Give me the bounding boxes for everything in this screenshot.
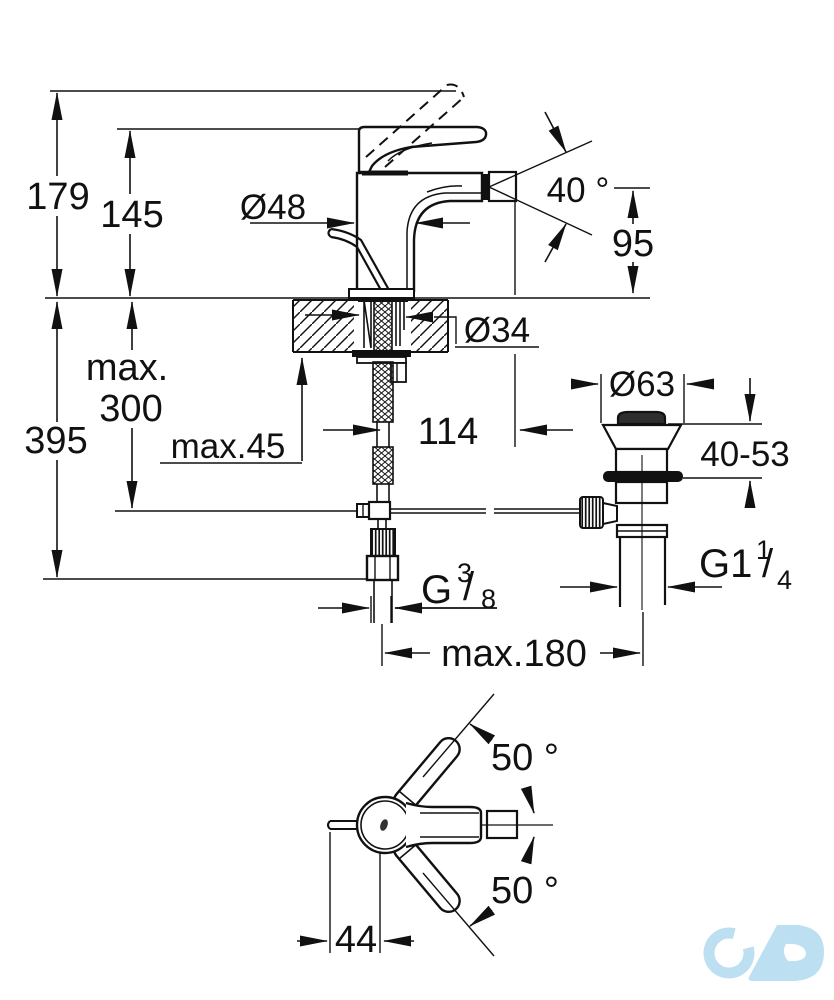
top-view — [327, 693, 553, 957]
hose-adapter-knurl — [370, 528, 396, 557]
lever-handle — [357, 125, 488, 174]
label-bg — [694, 434, 796, 472]
tee-body — [367, 500, 392, 521]
logo-watermark — [703, 925, 824, 981]
label-supply-thread-num: 3 — [457, 558, 472, 588]
waste-seal-flange — [603, 471, 683, 482]
tee-stub — [377, 519, 387, 529]
label-bg — [416, 412, 480, 450]
dimension-lines — [51, 92, 762, 953]
label-spout-height: 95 — [612, 223, 654, 265]
label-max-reach: max.180 — [441, 633, 587, 675]
label-max-depth: 300 — [99, 388, 162, 430]
supply-thread-pipe — [373, 580, 393, 623]
waste-knob-knurl — [579, 496, 604, 529]
waste-tailpipe — [618, 537, 667, 607]
locknut — [352, 350, 411, 357]
reference-lines — [43, 90, 650, 580]
extension-lines — [160, 187, 762, 953]
label-waste-thread-den: 4 — [777, 565, 792, 595]
mounting-studs — [363, 299, 405, 349]
label-waste-thread-slash: / — [762, 542, 774, 586]
label-spout-angle: 40 ° — [547, 171, 610, 210]
label-bg — [602, 366, 680, 402]
label-waste-diameter: Ø63 — [609, 365, 675, 404]
arrow-50up-radial — [469, 723, 496, 745]
label-spout-projection: 114 — [418, 411, 479, 453]
thread-labels: G 3 / 8 G1 1 / 4 — [421, 535, 792, 614]
label-bg — [98, 388, 164, 428]
label-supply-thread-den: 8 — [481, 584, 496, 614]
pop-up-rod-lever — [327, 227, 390, 293]
arrow-40deg-lower — [544, 223, 567, 263]
supply-hose-plain-1 — [376, 422, 390, 447]
label-waste-thread-num: 1 — [756, 535, 771, 565]
label-waste-thread-g: G1 — [699, 542, 752, 586]
arrow-50dn-radial — [469, 905, 496, 927]
label-deck-range: 40-53 — [700, 435, 790, 474]
arrow-50up-center — [520, 785, 535, 814]
pop-up-rod-horizontal — [390, 508, 580, 514]
dimension-labels: 179 145 Ø48 40 ° 95 Ø34 max. 300 395 max… — [24, 171, 789, 961]
handle-joint — [398, 790, 417, 806]
top-rod — [327, 820, 360, 830]
waste-rosette — [601, 423, 683, 451]
label-swing-down: 50 ° — [491, 870, 559, 912]
top-spout — [405, 801, 483, 849]
front-view — [43, 83, 650, 623]
logo-loop-icon — [748, 925, 824, 981]
base-plate — [348, 288, 415, 299]
handle-joint — [398, 844, 417, 860]
label-total-height: 179 — [26, 176, 89, 218]
label-max-deck: max.45 — [171, 427, 286, 466]
label-bg — [26, 422, 88, 460]
label-bg — [26, 178, 90, 216]
top-center-detail — [380, 819, 388, 831]
dimension-arrows — [51, 92, 756, 947]
label-bg — [609, 224, 656, 262]
label-bg — [98, 194, 164, 234]
waste-knob-neck — [602, 501, 618, 526]
label-supply-thread-slash: / — [463, 565, 475, 609]
supply-hose-plain-2 — [376, 484, 390, 502]
label-total-depth: 395 — [24, 420, 87, 462]
label-max-word: max. — [86, 347, 168, 389]
label-hole-diameter: Ø34 — [464, 311, 530, 350]
outlet-gap — [482, 174, 488, 200]
arrow-50dn-center — [520, 836, 535, 865]
logo-ring-icon — [703, 927, 755, 979]
supply-hose-braid-2 — [372, 446, 394, 485]
arrow-40deg-upper — [544, 111, 567, 153]
label-bg — [430, 633, 600, 673]
label-swing-up: 50 ° — [491, 737, 559, 779]
hose-nut — [365, 554, 400, 582]
label-rod-offset: 44 — [335, 919, 377, 961]
threaded-shank — [373, 299, 393, 353]
faucet-body — [355, 171, 484, 293]
waste-assembly — [579, 410, 683, 610]
label-body-diameter: Ø48 — [240, 188, 306, 227]
waste-cap — [616, 410, 667, 426]
hose-nut-facets — [374, 556, 391, 580]
top-spout-inner — [420, 812, 479, 838]
lever-raised-dashed — [365, 83, 465, 168]
label-supply-thread-g: G — [421, 568, 452, 612]
label-bg — [88, 350, 168, 386]
handle-swing-radials — [422, 693, 495, 957]
spout-inner-line — [406, 185, 482, 291]
supply-hose-braid-1 — [372, 361, 394, 423]
label-lever-height: 145 — [100, 194, 163, 236]
label-bg — [333, 922, 379, 960]
spout-angle-fan-lines — [488, 140, 593, 236]
label-backgrounds — [26, 178, 796, 960]
